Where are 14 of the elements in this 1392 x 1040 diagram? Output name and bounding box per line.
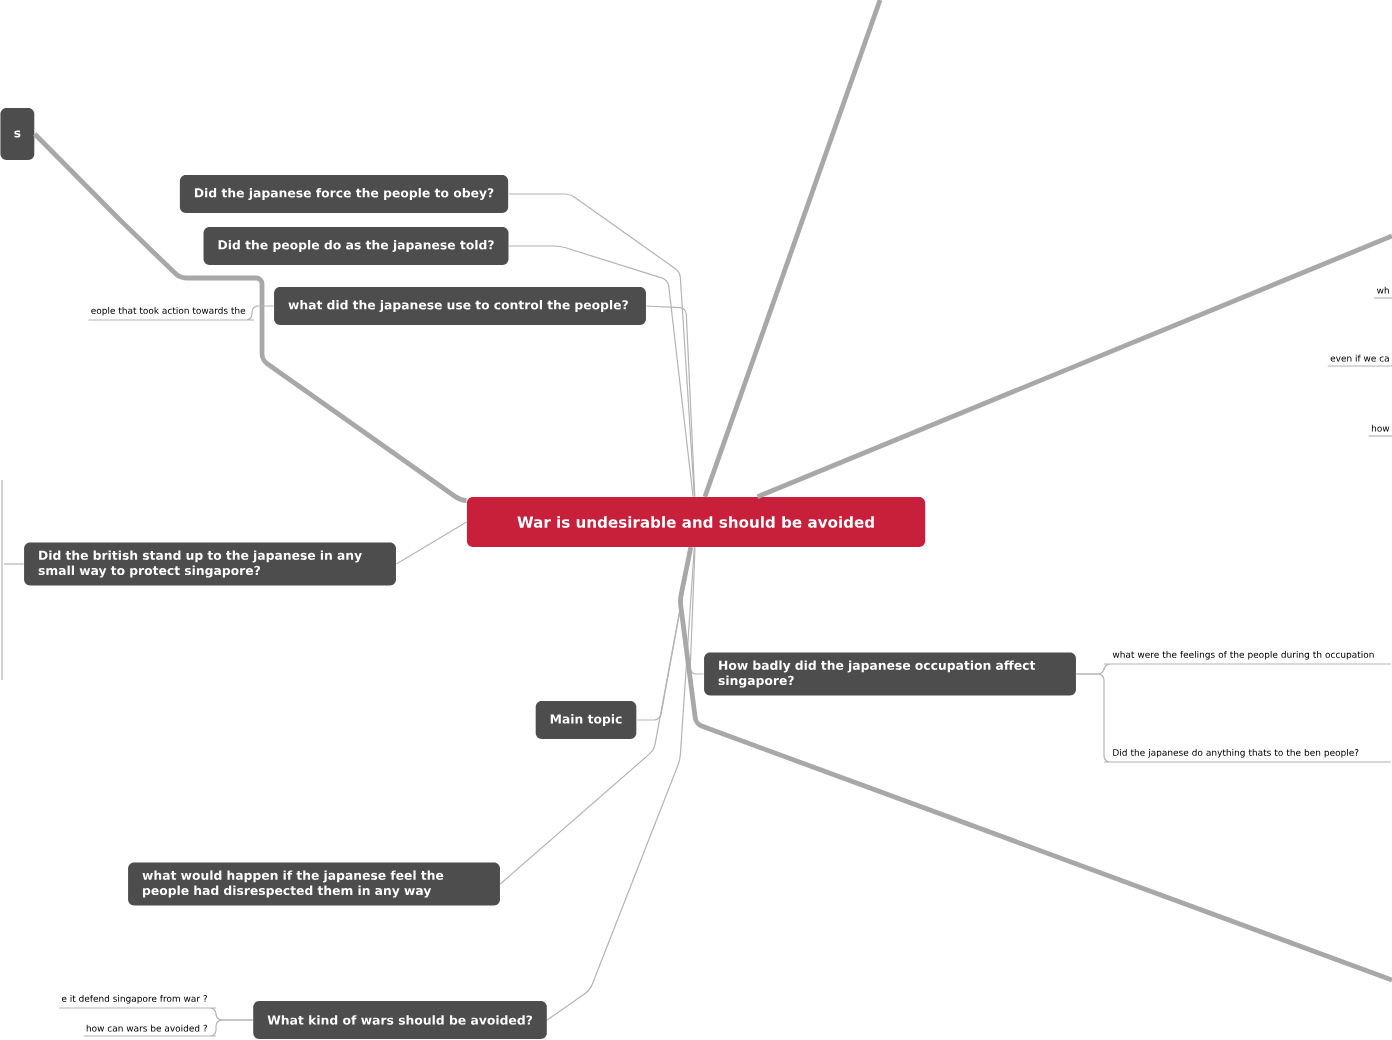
connector-line — [82, 1019, 254, 1037]
connector-line — [645, 305, 696, 498]
connector-line — [546, 546, 695, 1021]
connector-line — [33, 132, 469, 503]
connector-line — [702, 0, 883, 498]
connector-line — [1075, 673, 1392, 763]
connector-line — [689, 546, 705, 675]
connector-line — [678, 546, 1392, 983]
connector-line — [508, 245, 694, 498]
connector-line — [395, 521, 468, 565]
connector-line — [3, 563, 25, 565]
connector-line — [756, 233, 1392, 499]
connector-line — [87, 305, 275, 321]
connector-line — [507, 193, 695, 498]
